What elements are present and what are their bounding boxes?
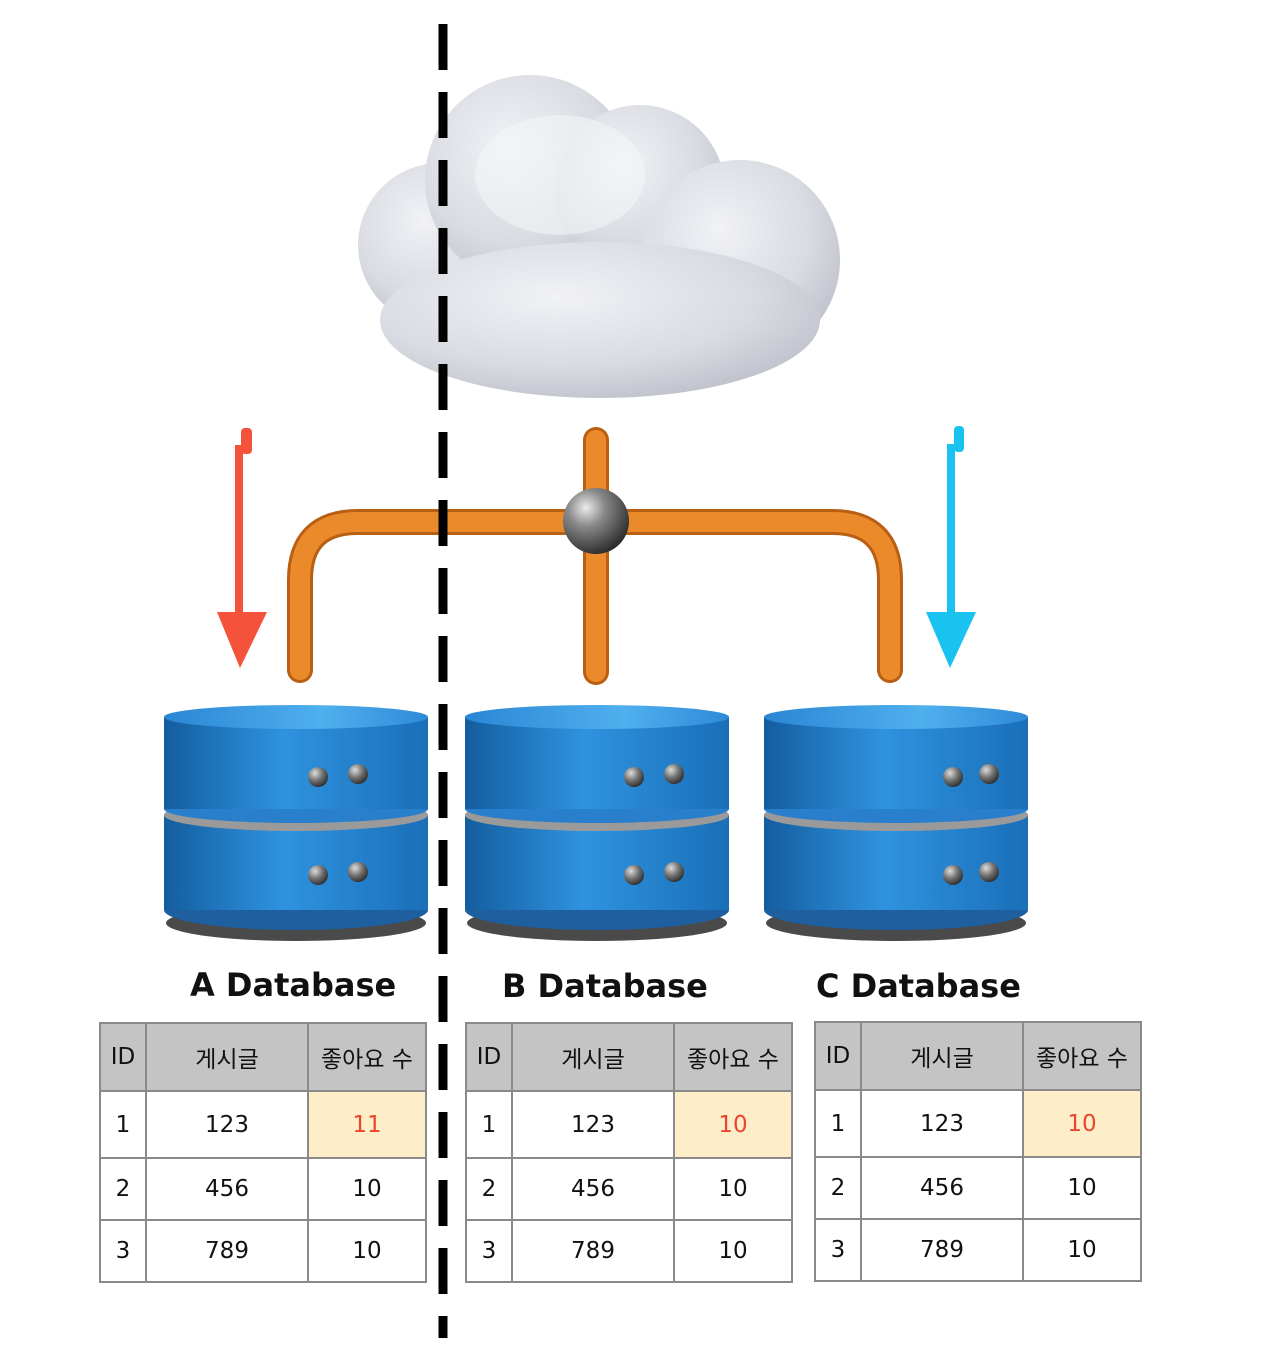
database-b-title: B Database: [502, 967, 708, 1005]
cell-likes: 10: [1022, 1218, 1142, 1282]
database-a-title: A Database: [190, 966, 397, 1004]
table-row: 3 789 10: [465, 1219, 793, 1283]
database-b-table: ID 게시글 좋아요 수 1 123 10 2 456 10 3 789 10: [465, 1022, 793, 1283]
database-icon-c: [764, 705, 1028, 941]
cell-likes-highlighted: 11: [307, 1090, 427, 1159]
column-header-id: ID: [814, 1021, 862, 1091]
cell-likes: 10: [1022, 1156, 1142, 1220]
cell-id: 2: [465, 1157, 513, 1221]
pipe-junction-icon: [563, 488, 629, 554]
cell-id: 3: [465, 1219, 513, 1283]
cell-id: 2: [814, 1156, 862, 1220]
table-row: 3 789 10: [814, 1218, 1142, 1282]
table-header-row: ID 게시글 좋아요 수: [465, 1022, 793, 1092]
cell-post: 789: [511, 1219, 675, 1283]
column-header-likes: 좋아요 수: [673, 1022, 793, 1092]
column-header-likes: 좋아요 수: [1022, 1021, 1142, 1091]
cell-post: 456: [145, 1157, 309, 1221]
column-header-post: 게시글: [511, 1022, 675, 1092]
table-row: 2 456 10: [99, 1157, 427, 1221]
cell-post: 789: [860, 1218, 1024, 1282]
column-header-post: 게시글: [860, 1021, 1024, 1091]
down-arrow-icon-red: [217, 428, 267, 668]
cell-post: 456: [511, 1157, 675, 1221]
cloud-icon: [358, 75, 840, 398]
column-header-likes: 좋아요 수: [307, 1022, 427, 1092]
cell-likes-highlighted: 10: [1022, 1089, 1142, 1158]
table-row: 3 789 10: [99, 1219, 427, 1283]
cell-likes-highlighted: 10: [673, 1090, 793, 1159]
cell-likes: 10: [673, 1157, 793, 1221]
cell-post: 123: [511, 1090, 675, 1159]
cell-post: 123: [860, 1089, 1024, 1158]
cell-id: 2: [99, 1157, 147, 1221]
table-row: 2 456 10: [465, 1157, 793, 1221]
table-row: 1 123 11: [99, 1090, 427, 1159]
cell-id: 3: [99, 1219, 147, 1283]
pipe-network: [287, 427, 903, 685]
cell-id: 1: [814, 1089, 862, 1158]
table-header-row: ID 게시글 좋아요 수: [99, 1022, 427, 1092]
cell-id: 1: [465, 1090, 513, 1159]
table-row: 2 456 10: [814, 1156, 1142, 1220]
cell-id: 3: [814, 1218, 862, 1282]
cell-post: 456: [860, 1156, 1024, 1220]
database-icon-b: [465, 705, 729, 941]
cell-post: 789: [145, 1219, 309, 1283]
database-c-title: C Database: [816, 967, 1021, 1005]
table-row: 1 123 10: [465, 1090, 793, 1159]
down-arrow-icon-blue: [926, 426, 976, 668]
cell-likes: 10: [307, 1157, 427, 1221]
database-icon-a: [164, 705, 428, 941]
column-header-post: 게시글: [145, 1022, 309, 1092]
table-header-row: ID 게시글 좋아요 수: [814, 1021, 1142, 1091]
column-header-id: ID: [465, 1022, 513, 1092]
cell-likes: 10: [673, 1219, 793, 1283]
cell-id: 1: [99, 1090, 147, 1159]
database-a-table: ID 게시글 좋아요 수 1 123 11 2 456 10 3 789 10: [99, 1022, 427, 1283]
database-c-table: ID 게시글 좋아요 수 1 123 10 2 456 10 3 789 10: [814, 1021, 1142, 1282]
cell-post: 123: [145, 1090, 309, 1159]
table-row: 1 123 10: [814, 1089, 1142, 1158]
cell-likes: 10: [307, 1219, 427, 1283]
column-header-id: ID: [99, 1022, 147, 1092]
